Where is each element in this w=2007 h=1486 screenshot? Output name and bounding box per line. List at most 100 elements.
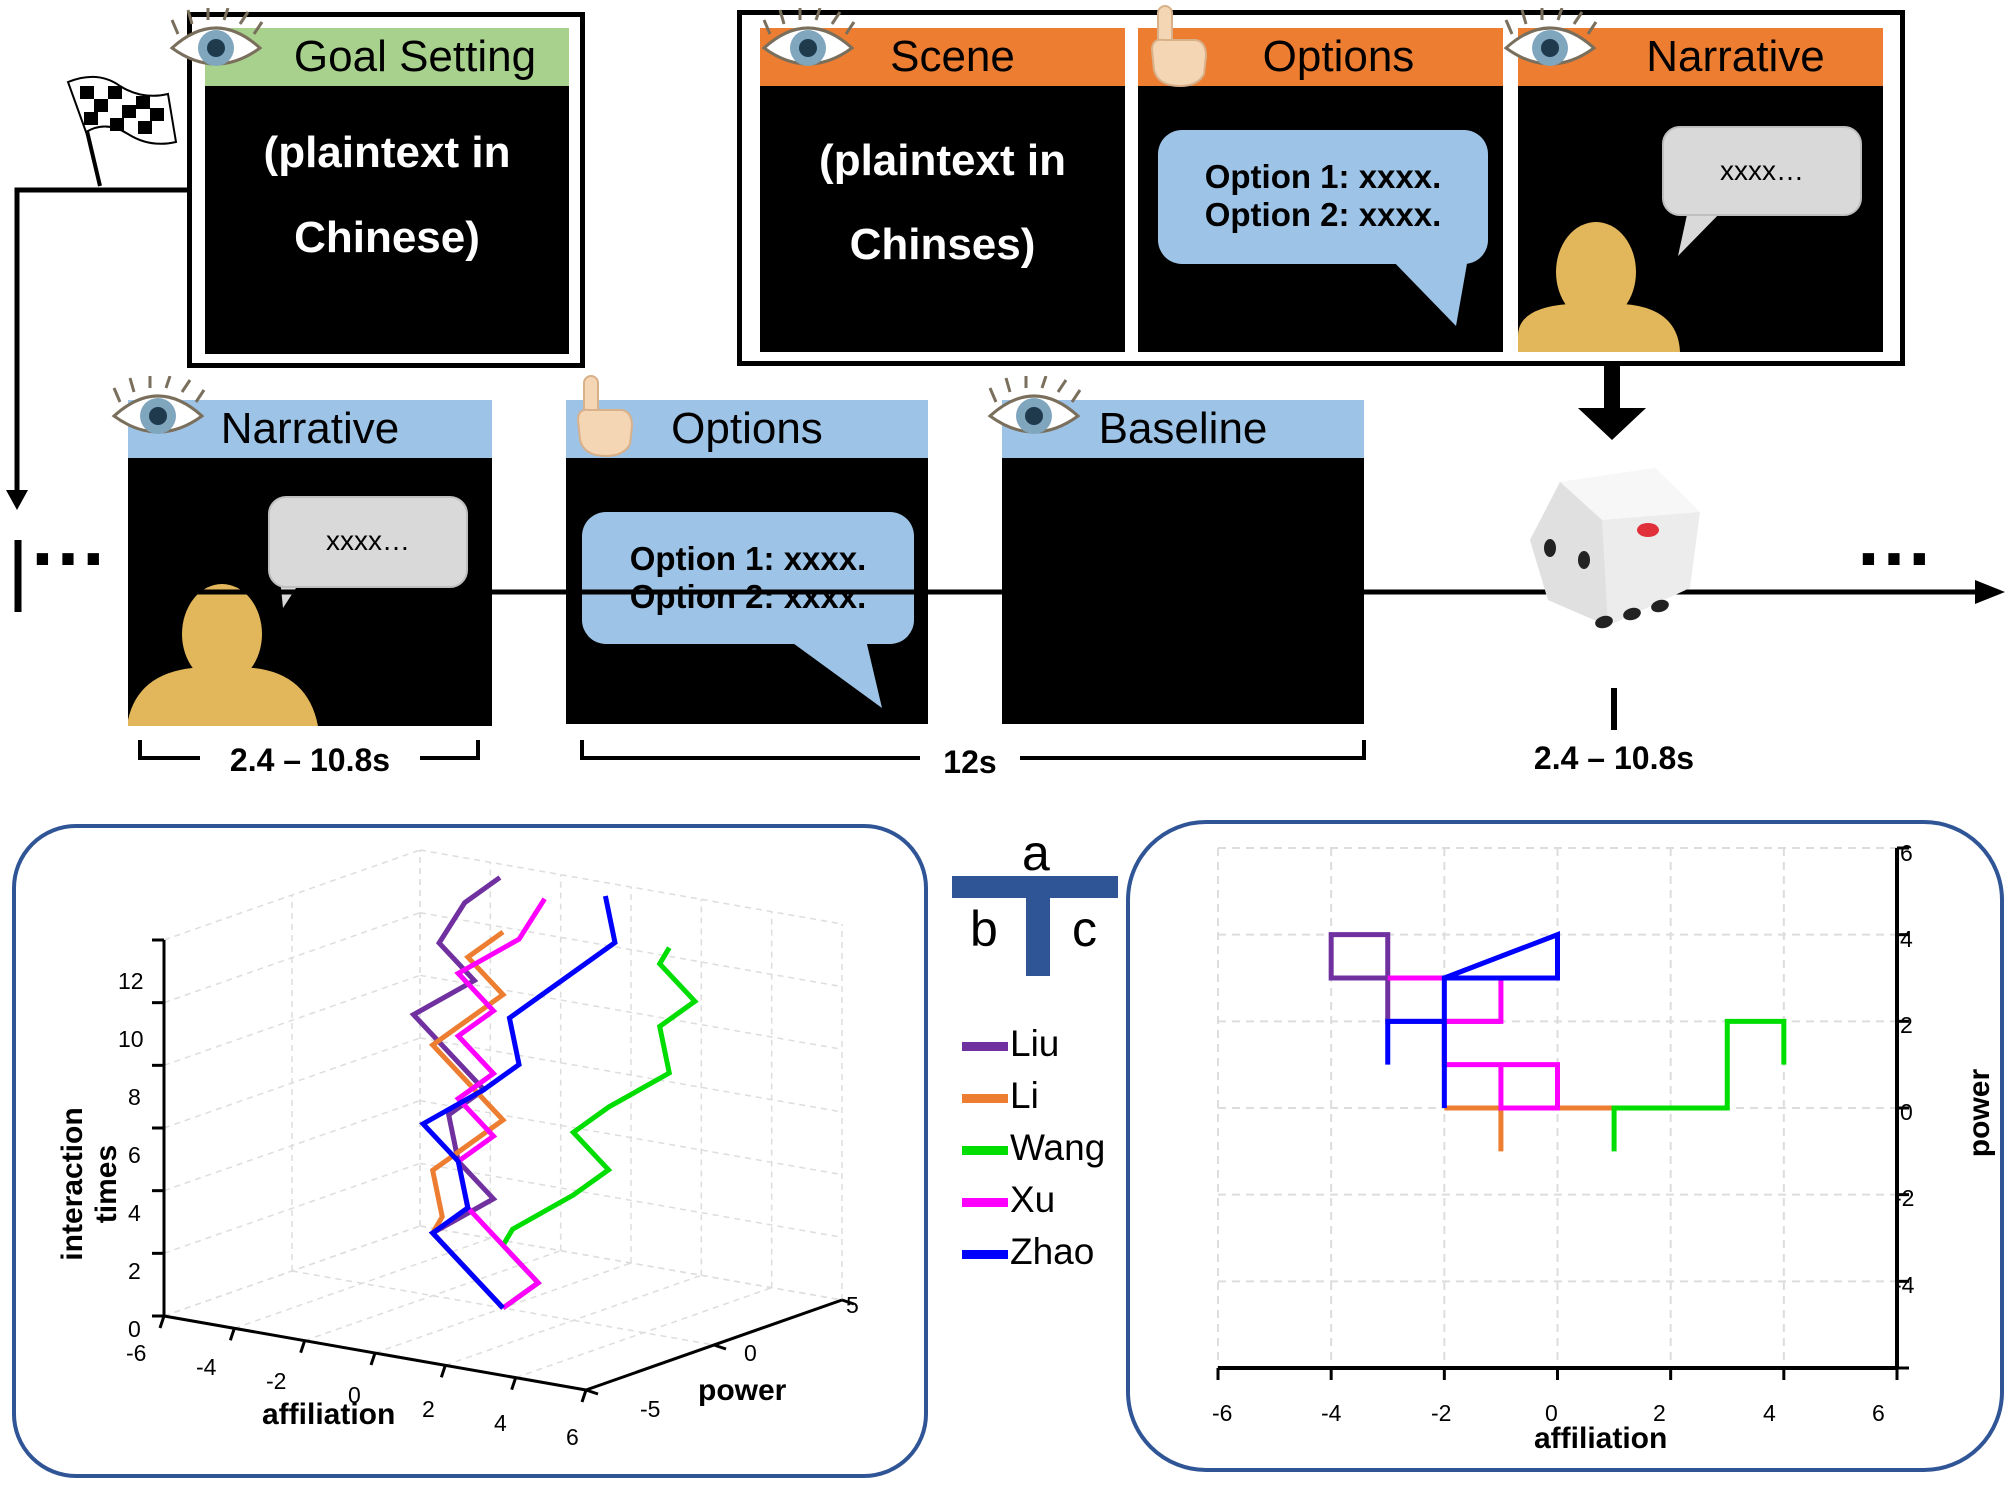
legend-label: Wang bbox=[1010, 1127, 1106, 1168]
z-tick: 10 bbox=[118, 1026, 144, 1052]
option-2: Option 2: xxxx. bbox=[629, 578, 867, 615]
goal-setting-header: Goal Setting bbox=[205, 28, 569, 86]
goal-setting-panel: Goal Setting (plaintext in Chinese) bbox=[205, 28, 569, 354]
b-grid-line bbox=[419, 1099, 843, 1176]
b-grid-line bbox=[163, 911, 421, 1004]
pointing-hand-icon bbox=[1150, 5, 1208, 88]
b-grid-line bbox=[445, 1274, 702, 1367]
b-grid-line bbox=[304, 1249, 561, 1342]
x-tick: 6 bbox=[566, 1424, 579, 1450]
series-line-wang bbox=[1611, 1018, 1787, 1152]
goal-connector bbox=[14, 187, 187, 495]
top-narrative-panel: Narrative xxxx… bbox=[1518, 28, 1883, 352]
options-baseline-duration-label: 12s bbox=[943, 744, 997, 780]
top-options-bubble-tail bbox=[1388, 256, 1468, 326]
y-tick: 5 bbox=[846, 1292, 859, 1318]
top-narrative-speech-bubble: xxxx… bbox=[1662, 126, 1862, 216]
eye-icon bbox=[111, 376, 206, 434]
c-x-tick: -4 bbox=[1321, 1400, 1342, 1426]
dice-duration-label: 2.4 – 10.8s bbox=[1533, 740, 1695, 776]
checkered-flag-icon bbox=[66, 75, 178, 187]
legend-item-zhao: Zhao bbox=[962, 1230, 1094, 1274]
c-y-tick: 0 bbox=[1900, 1099, 1913, 1125]
b-x-tick-mark bbox=[369, 1352, 377, 1366]
c-y-tick: 2 bbox=[1900, 1012, 1913, 1038]
b-y-tick-mark bbox=[713, 1343, 727, 1351]
chart-b-frame bbox=[12, 824, 928, 1478]
timeline-graphics bbox=[6, 75, 2005, 760]
goal-connector-arrowhead bbox=[6, 490, 28, 510]
scene-body: (plaintext in Chinses) bbox=[760, 86, 1125, 352]
chart-c-frame bbox=[1126, 820, 2004, 1472]
z-tick: 6 bbox=[128, 1142, 141, 1168]
chart-c-2d-plot bbox=[1216, 846, 1909, 1380]
chart-c-x-axis-label: affiliation bbox=[1534, 1422, 1668, 1455]
panel-label-b: b bbox=[970, 901, 998, 957]
y-tick: -5 bbox=[640, 1396, 661, 1422]
legend-swatch bbox=[962, 1093, 1008, 1103]
b-x-tick-mark bbox=[158, 1315, 166, 1329]
legend-swatch bbox=[962, 1249, 1008, 1259]
b-grid-line bbox=[163, 1099, 421, 1192]
scene-panel: Scene (plaintext in Chinses) bbox=[760, 28, 1125, 352]
pointing-hand-icon bbox=[576, 375, 634, 458]
series-line-zhao bbox=[1385, 931, 1560, 1108]
c-x-tick: 4 bbox=[1763, 1400, 1776, 1426]
panel-label-c: c bbox=[1072, 901, 1097, 957]
top-options-title: Options bbox=[1262, 32, 1415, 81]
b-grid-line bbox=[419, 1225, 843, 1301]
panel-layout-key bbox=[952, 876, 1118, 976]
b-grid-line bbox=[419, 849, 843, 925]
y-tick: 0 bbox=[744, 1340, 757, 1366]
legend-label: Li bbox=[1010, 1075, 1039, 1116]
narrative-title: Narrative bbox=[220, 404, 400, 453]
b-grid-line bbox=[163, 849, 421, 941]
options-baseline-duration-bracket bbox=[1020, 740, 1366, 760]
panel-label-a: a bbox=[1022, 825, 1050, 881]
top-options-bubble: Option 1: xxxx. Option 2: xxxx. bbox=[1158, 130, 1488, 264]
goal-setting-text-line2: Chinese) bbox=[294, 213, 480, 262]
series-line-3d-xu bbox=[454, 897, 547, 1311]
c-x-tick: 6 bbox=[1872, 1400, 1885, 1426]
legend-swatch bbox=[962, 1197, 1008, 1207]
b-y-tick-mark bbox=[841, 1298, 855, 1306]
down-arrow-head bbox=[1578, 408, 1646, 440]
z-tick: 8 bbox=[128, 1084, 141, 1110]
legend-swatch bbox=[962, 1145, 1008, 1155]
b-grid-line bbox=[163, 1162, 421, 1255]
c-x-tick: 0 bbox=[1545, 1400, 1558, 1426]
dice-icon bbox=[1530, 468, 1700, 629]
narrative-duration-bracket bbox=[138, 740, 200, 760]
series-line-li bbox=[1444, 1105, 1615, 1152]
option-1: Option 1: xxxx. bbox=[629, 540, 867, 577]
timeline-end-ellipsis: … bbox=[1854, 493, 1934, 582]
b-grid-line bbox=[419, 1162, 843, 1239]
b-grid-line bbox=[419, 911, 843, 988]
c-y-tick: -4 bbox=[1894, 1272, 1915, 1298]
goal-setting-title: Goal Setting bbox=[293, 32, 537, 81]
x-tick: -4 bbox=[196, 1354, 217, 1380]
series-line-xu bbox=[1387, 975, 1560, 1111]
top-option-1: Option 1: xxxx. bbox=[1204, 158, 1442, 195]
x-tick: -6 bbox=[126, 1340, 147, 1366]
b-grid-line bbox=[163, 1225, 421, 1317]
eye-icon bbox=[169, 8, 264, 66]
narrative-duration-label: 2.4 – 10.8s bbox=[229, 742, 391, 778]
b-grid-line bbox=[419, 974, 843, 1051]
timeline-arrowhead bbox=[1975, 580, 2005, 604]
c-x-tick: -2 bbox=[1431, 1400, 1452, 1426]
legend-swatch bbox=[962, 1041, 1008, 1051]
chart-b-x-axis-label: affiliation bbox=[262, 1398, 396, 1431]
top-options-panel: Options Option 1: xxxx. Option 2: xxxx. bbox=[1138, 28, 1503, 352]
z-tick: 12 bbox=[118, 968, 144, 994]
goal-setting-text-line1: (plaintext in bbox=[263, 128, 511, 177]
scene-text-line2: Chinses) bbox=[849, 220, 1036, 269]
b-y-tick-mark bbox=[585, 1388, 599, 1396]
top-narrative-title: Narrative bbox=[1646, 32, 1825, 81]
c-x-tick: 2 bbox=[1653, 1400, 1666, 1426]
top-options-body: Option 1: xxxx. Option 2: xxxx. bbox=[1138, 86, 1503, 352]
b-x-tick-mark bbox=[228, 1327, 236, 1341]
b-grid-line bbox=[163, 974, 421, 1067]
b-grid-line bbox=[419, 1037, 843, 1113]
top-narrative-body: xxxx… bbox=[1518, 86, 1883, 352]
